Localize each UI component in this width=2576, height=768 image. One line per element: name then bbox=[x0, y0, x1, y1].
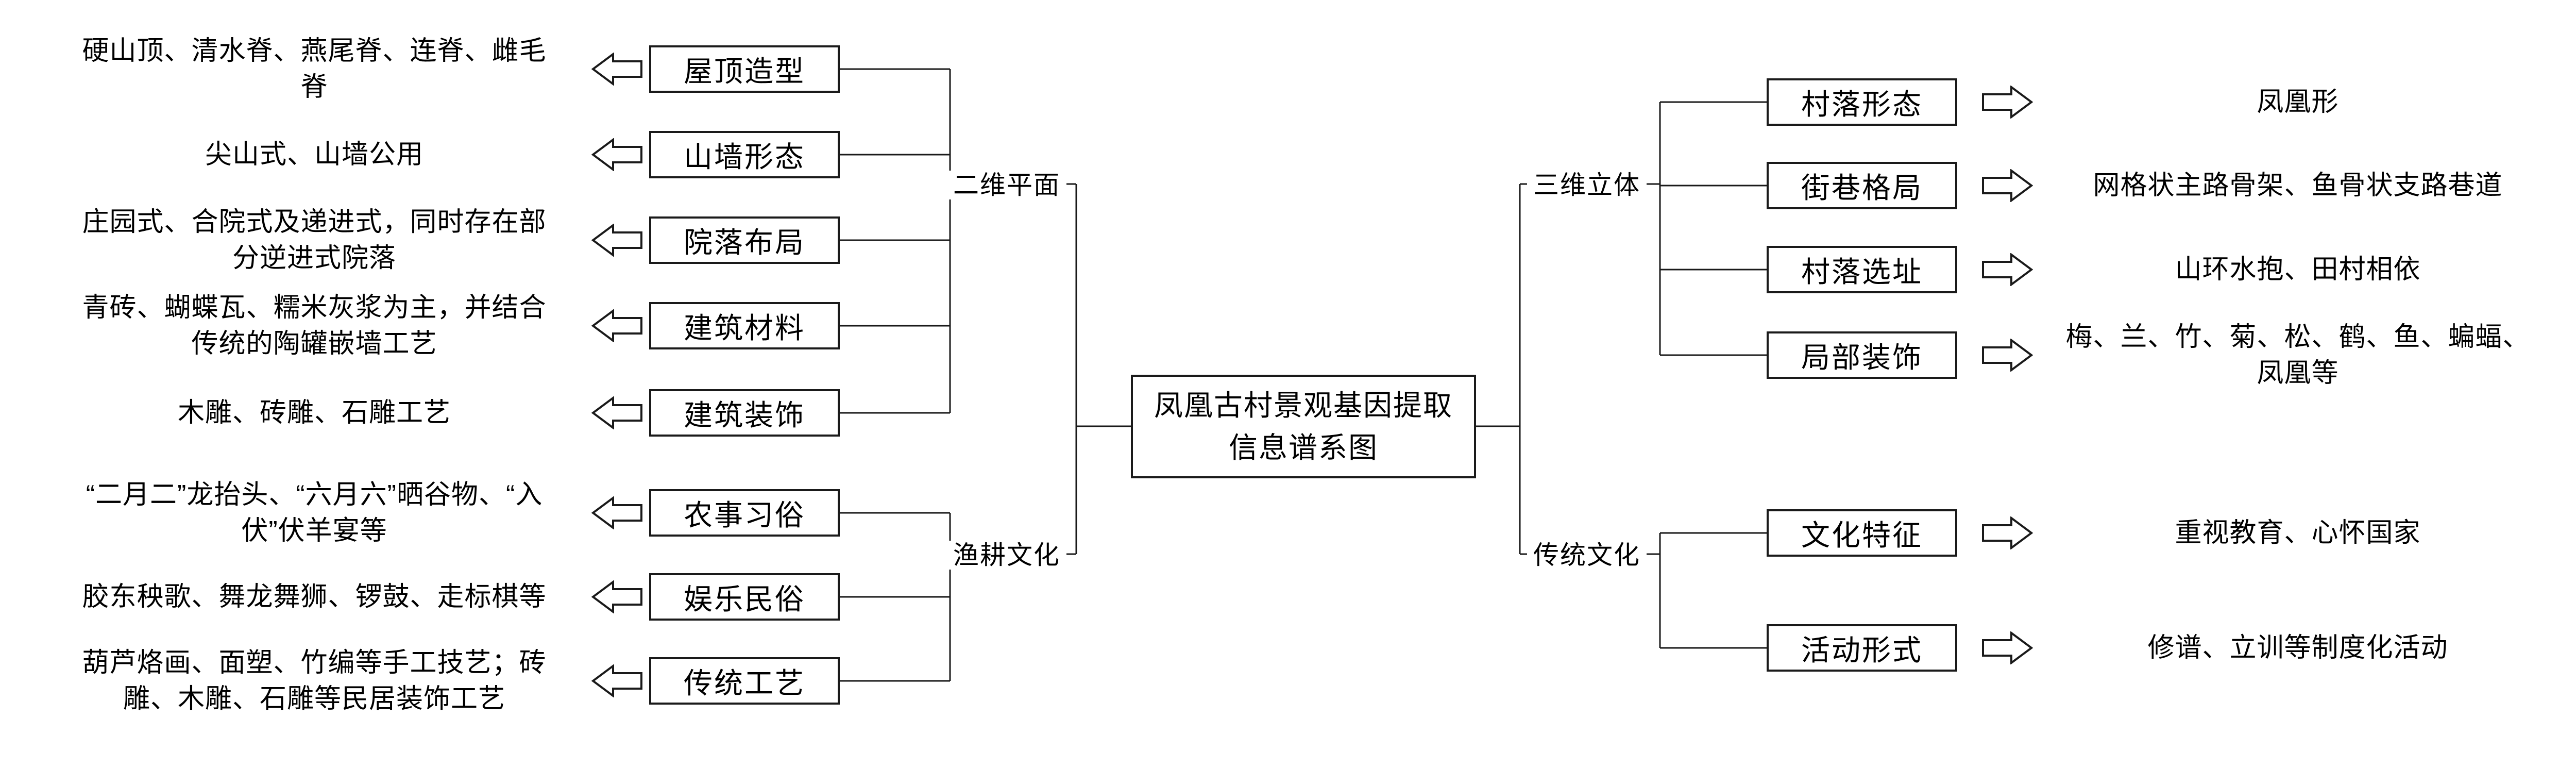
center-title-box: 凤凰古村景观基因提取信息谱系图 bbox=[1131, 375, 1476, 478]
desc-traditional-craft: 葫芦烙画、面塑、竹编等手工技艺；砖雕、木雕、石雕等民居装饰工艺 bbox=[77, 642, 551, 720]
arrow-right-icon bbox=[1982, 86, 2033, 119]
desc-farming-custom: “二月二”龙抬头、“六月六”晒谷物、“入伏”伏羊宴等 bbox=[77, 474, 551, 552]
group-label-traditional-culture: 传统文化 bbox=[1527, 541, 1647, 570]
arrow-left-icon bbox=[591, 496, 642, 529]
group-label-2d-plane: 二维平面 bbox=[947, 171, 1066, 199]
desc-text: 硬山顶、清水脊、燕尾脊、连脊、雌毛脊 bbox=[82, 36, 547, 102]
desc-folk-entertainment: 胶东秧歌、舞龙舞狮、锣鼓、走标棋等 bbox=[77, 558, 551, 636]
arrow-left-icon bbox=[591, 138, 642, 171]
box-traditional-craft: 传统工艺 bbox=[649, 657, 840, 705]
box-street-pattern: 街巷格局 bbox=[1767, 162, 1957, 209]
desc-text: 胶东秧歌、舞龙舞狮、锣鼓、走标棋等 bbox=[82, 581, 547, 612]
desc-text: 山环水抱、田村相依 bbox=[2175, 254, 2421, 285]
desc-village-site: 山环水抱、田村相依 bbox=[2061, 231, 2535, 308]
arrow-left-icon bbox=[591, 396, 642, 429]
desc-text: 网格状主路骨架、鱼骨状支路巷道 bbox=[2093, 170, 2503, 201]
arrow-left-icon bbox=[591, 53, 642, 86]
desc-text: 尖山式、山墙公用 bbox=[205, 139, 423, 170]
arrow-left-icon bbox=[591, 664, 642, 697]
box-roof-shape: 屋顶造型 bbox=[649, 45, 840, 93]
box-courtyard-layout: 院落布局 bbox=[649, 216, 840, 264]
box-building-ornament: 建筑装饰 bbox=[649, 389, 840, 437]
desc-text: 修谱、立训等制度化活动 bbox=[2147, 632, 2448, 663]
desc-building-material: 青砖、蝴蝶瓦、糯米灰浆为主，并结合传统的陶罐嵌墙工艺 bbox=[77, 287, 551, 364]
box-village-form: 村落形态 bbox=[1767, 78, 1957, 126]
box-building-material: 建筑材料 bbox=[649, 302, 840, 349]
desc-text: 重视教育、心怀国家 bbox=[2175, 517, 2421, 548]
desc-roof-shape: 硬山顶、清水脊、燕尾脊、连脊、雌毛脊 bbox=[77, 30, 551, 108]
box-gable-form: 山墙形态 bbox=[649, 131, 840, 178]
arrow-right-icon bbox=[1982, 516, 2033, 549]
desc-village-form: 凤凰形 bbox=[2061, 63, 2535, 141]
desc-courtyard-layout: 庄园式、合院式及递进式，同时存在部分逆进式院落 bbox=[77, 202, 551, 279]
arrow-left-icon bbox=[591, 580, 642, 613]
arrow-left-icon bbox=[591, 309, 642, 342]
box-folk-entertainment: 娱乐民俗 bbox=[649, 573, 840, 621]
arrow-right-icon bbox=[1982, 339, 2033, 372]
arrow-right-icon bbox=[1982, 169, 2033, 202]
box-local-decoration: 局部装饰 bbox=[1767, 331, 1957, 379]
desc-gable-form: 尖山式、山墙公用 bbox=[77, 116, 551, 193]
box-farming-custom: 农事习俗 bbox=[649, 489, 840, 537]
group-label-fishing-farming: 渔耕文化 bbox=[947, 541, 1066, 570]
desc-local-decoration: 梅、兰、竹、菊、松、鹤、鱼、蝙蝠、凤凰等 bbox=[2061, 316, 2535, 394]
desc-text: 梅、兰、竹、菊、松、鹤、鱼、蝙蝠、凤凰等 bbox=[2065, 322, 2530, 388]
desc-text: 青砖、蝴蝶瓦、糯米灰浆为主，并结合传统的陶罐嵌墙工艺 bbox=[82, 292, 547, 359]
desc-building-ornament: 木雕、砖雕、石雕工艺 bbox=[77, 374, 551, 452]
desc-text: 庄园式、合院式及递进式，同时存在部分逆进式院落 bbox=[82, 207, 547, 273]
box-activity-form: 活动形式 bbox=[1767, 624, 1957, 672]
arrow-left-icon bbox=[591, 224, 642, 257]
desc-street-pattern: 网格状主路骨架、鱼骨状支路巷道 bbox=[2061, 147, 2535, 224]
desc-text: 木雕、砖雕、石雕工艺 bbox=[177, 397, 451, 428]
desc-text: “二月二”龙抬头、“六月六”晒谷物、“入伏”伏羊宴等 bbox=[86, 479, 543, 546]
arrow-right-icon bbox=[1982, 253, 2033, 286]
arrow-right-icon bbox=[1982, 631, 2033, 664]
desc-activity-form: 修谱、立训等制度化活动 bbox=[2061, 609, 2535, 687]
box-village-site: 村落选址 bbox=[1767, 246, 1957, 293]
group-label-3d-solid: 三维立体 bbox=[1527, 171, 1647, 199]
box-cultural-feature: 文化特征 bbox=[1767, 509, 1957, 557]
desc-text: 葫芦烙画、面塑、竹编等手工技艺；砖雕、木雕、石雕等民居装饰工艺 bbox=[82, 647, 547, 714]
desc-cultural-feature: 重视教育、心怀国家 bbox=[2061, 494, 2535, 572]
desc-text: 凤凰形 bbox=[2257, 87, 2339, 117]
